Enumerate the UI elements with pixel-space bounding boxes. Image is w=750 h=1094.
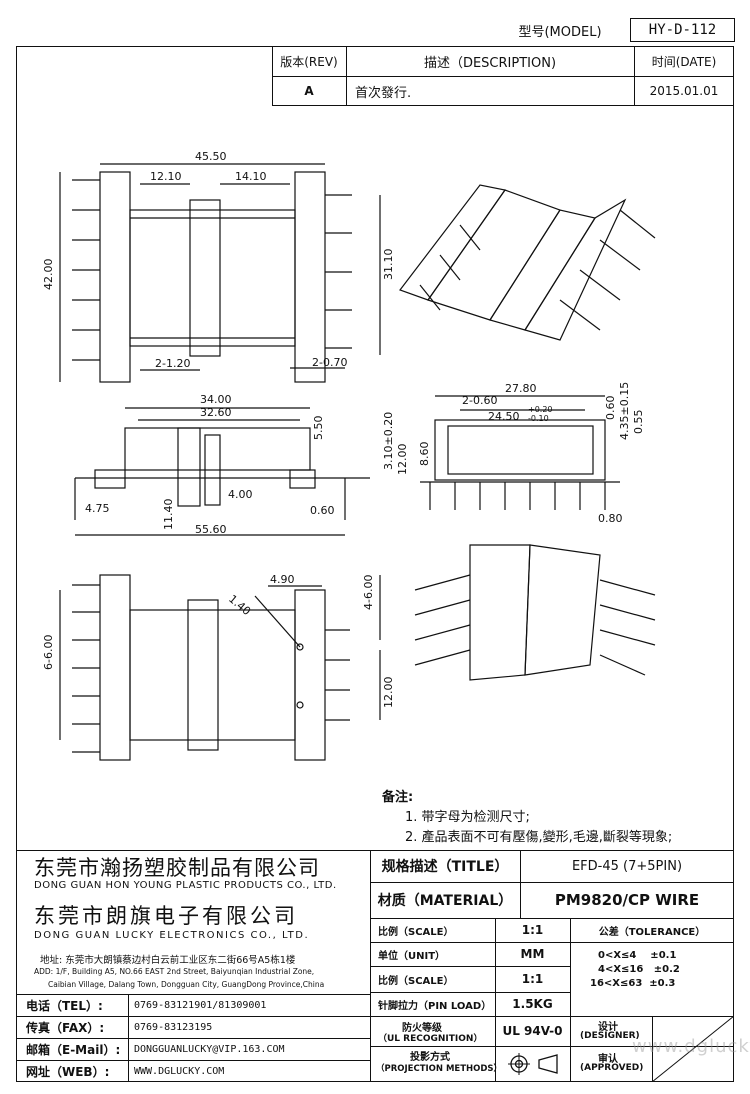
note-1: 1. 带字母为检测尺寸;	[405, 810, 530, 825]
dim-front-l3: 8.60	[418, 442, 431, 467]
tolerance-label: 公差（TOLERANCE）	[598, 926, 706, 938]
model-label: 型号(MODEL)	[518, 24, 602, 40]
date-value: 2015.01.01	[649, 84, 719, 98]
dim-side-total: 55.60	[195, 523, 227, 536]
scale-value: 1:1	[521, 923, 544, 937]
dim-bot-h: 12.00	[382, 677, 395, 709]
desc-label: 描述（DESCRIPTION)	[423, 55, 557, 71]
dim-side-h2: 11.40	[162, 499, 175, 531]
company-cn-2: 东莞市朗旗电子有限公司	[34, 904, 298, 928]
title-value: EFD-45 (7+5PIN)	[571, 858, 683, 874]
material-label: 材质（MATERIAL）	[377, 893, 513, 909]
date-label: 时间(DATE)	[651, 54, 717, 69]
dim-front-w: 27.80	[505, 382, 537, 395]
dim-front-l1: 3.10±0.20	[382, 412, 395, 470]
model-value: HY-D-112	[648, 22, 717, 38]
model-box	[630, 18, 735, 42]
projection-symbol-icon	[508, 1053, 558, 1075]
side-view	[74, 407, 370, 536]
company-address-en-2: Caibian Village, Dalang Town, Dongguan C…	[48, 980, 325, 989]
dim-bot-w: 4.90	[270, 573, 295, 586]
unit-label: 单位（UNIT）	[378, 950, 446, 962]
projection-label-2: （PROJECTION METHODS）	[376, 1064, 503, 1074]
dim-bottom-right: 2-0.70	[312, 356, 347, 369]
watermark: www.dglucky.com	[632, 1036, 750, 1057]
dim-bot-pitch-l: 6-6.00	[42, 635, 55, 670]
rev-value: A	[304, 84, 314, 98]
scale-label: 比例（SCALE）	[378, 926, 454, 938]
approval-cross	[652, 1016, 734, 1082]
web-value: WWW.DGLUCKY.COM	[134, 1065, 225, 1077]
company-en-2: DONG GUAN LUCKY ELECTRONICS CO., LTD.	[34, 930, 310, 941]
dim-side-pin: 4.75	[85, 502, 110, 515]
dim-height-right: 31.10	[382, 249, 395, 281]
dim-front-pin: 0.80	[598, 512, 623, 525]
dim-front-inner: 24.50	[488, 410, 520, 423]
dim-height-left: 42.00	[42, 259, 55, 291]
top-view	[59, 163, 381, 383]
fax-label: 传真（FAX）:	[26, 1020, 105, 1035]
tolerance-3: 16<X≤63 ±0.3	[590, 978, 676, 989]
dim-front-r2: 4.35±0.15	[618, 382, 631, 440]
dim-front-slot: 2-0.60	[462, 394, 497, 407]
dim-side-w1: 34.00	[200, 393, 232, 406]
mail-value: DONGGUANLUCKY@VIP.163.COM	[134, 1043, 285, 1055]
scale2-label: 比例（SCALE）	[378, 975, 454, 987]
dim-top-left: 12.10	[150, 170, 182, 183]
company-cn-1: 东莞市瀚扬塑胶制品有限公司	[34, 856, 320, 880]
dim-side-w2: 32.60	[200, 406, 232, 419]
company-en-1: DONG GUAN HON YOUNG PLASTIC PRODUCTS CO.…	[34, 880, 337, 891]
dim-bot-pitch-r: 4-6.00	[362, 575, 375, 610]
ul-label-1: 防火等级	[402, 1023, 442, 1034]
dim-front-tol-plus: +0.20	[528, 405, 553, 414]
technical-drawing: 45.50 12.10 14.10 42.00 31.10 2-1.20 2-0…	[42, 150, 656, 761]
approved-label-2: (APPROVED)	[580, 1063, 644, 1073]
pin-load-label: 针脚拉力（PIN LOAD）	[378, 1000, 492, 1012]
approved-label-1: 审认	[598, 1054, 618, 1065]
dim-top-width: 45.50	[195, 150, 227, 163]
tolerance-2: 4<X≤16 ±0.2	[598, 964, 680, 975]
dim-bottom-left: 2-1.20	[155, 357, 190, 370]
dim-side-pin2: 0.60	[310, 504, 335, 517]
note-2: 2. 產品表面不可有壓傷,變形,毛邊,斷裂等現象;	[405, 830, 673, 845]
front-view	[420, 395, 620, 510]
company-address-en-1: ADD: 1/F, Building A5, NO.66 EAST 2nd St…	[34, 967, 315, 976]
notes-title: 备注:	[382, 790, 414, 805]
web-label: 网址（WEB）:	[26, 1064, 110, 1079]
company-address-cn: 地址: 东莞市大朗镇蔡边村白云前工业区东二街66号A5栋1楼	[40, 955, 296, 966]
title-label: 规格描述（TITLE）	[381, 859, 509, 875]
fax-value: 0769-83123195	[134, 1021, 213, 1033]
tel-value: 0769-83121901/81309001	[134, 999, 267, 1011]
dim-front-tol-minus: -0.10	[528, 414, 549, 423]
designer-label-1: 设计	[598, 1022, 618, 1033]
ul-value: UL 94V-0	[502, 1024, 563, 1038]
dim-side-mid: 4.00	[228, 488, 253, 501]
bottom-view	[59, 574, 381, 761]
iso-view-top	[399, 184, 656, 341]
dim-top-right: 14.10	[235, 170, 267, 183]
dim-side-h: 5.50	[312, 416, 325, 441]
projection-label-1: 投影方式	[410, 1052, 450, 1063]
iso-view-bottom	[414, 544, 656, 681]
mail-label: 邮箱（E-Mail）:	[26, 1042, 121, 1057]
tolerance-1: 0<X≤4 ±0.1	[598, 950, 677, 961]
dim-bot-dia: 1.40	[226, 592, 253, 618]
unit-value: MM	[520, 947, 545, 961]
dim-front-r1: 0.60	[604, 396, 617, 421]
designer-label-2: (DESIGNER)	[580, 1031, 640, 1041]
scale2-value: 1:1	[521, 972, 544, 986]
desc-value: 首次發行.	[355, 85, 412, 101]
dim-front-r3: 0.55	[632, 410, 645, 435]
dim-front-l2: 12.00	[396, 444, 409, 476]
pin-load-value: 1.5KG	[512, 997, 553, 1011]
ul-label-2: （UL RECOGNITION）	[378, 1034, 483, 1044]
tel-label: 电话（TEL）:	[26, 998, 103, 1013]
material-value: PM9820/CP WIRE	[554, 891, 700, 909]
rev-label: 版本(REV)	[280, 54, 338, 69]
